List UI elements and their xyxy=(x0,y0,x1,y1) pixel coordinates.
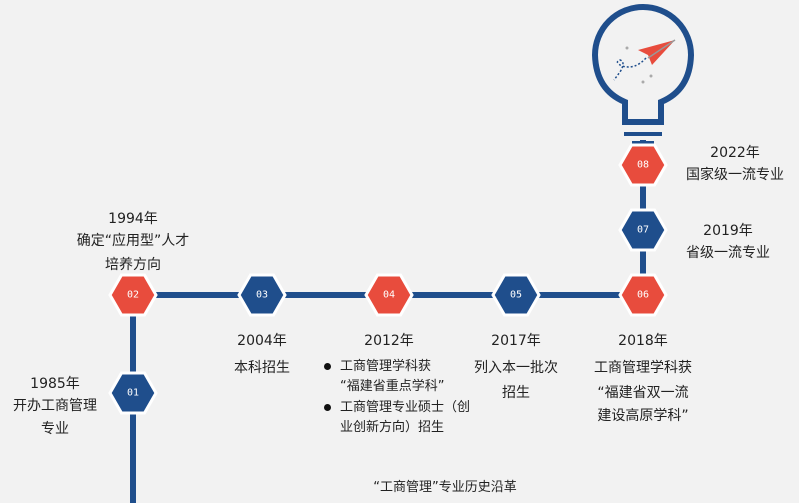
year-1994: 1994年 xyxy=(108,211,158,227)
node-label: 06 xyxy=(636,289,650,301)
year-2012: 2012年 xyxy=(364,333,414,349)
paper-plane-icon xyxy=(613,39,676,84)
node-label: 02 xyxy=(126,289,140,301)
event-2004-line1: 本科招生 xyxy=(234,360,290,376)
bullet-icon xyxy=(324,404,331,411)
node-hexagon-08 xyxy=(618,143,668,187)
event-2012-bullet-1: 工商管理学科获 “福建省重点学科” xyxy=(324,357,444,397)
node-hexagon-05 xyxy=(491,273,541,317)
node-label: 04 xyxy=(382,289,396,301)
year-2019: 2019年 xyxy=(703,223,753,239)
node-hexagon-03 xyxy=(237,273,287,317)
bullet-text: 工商管理学科获 xyxy=(340,359,432,374)
node-label: 07 xyxy=(636,224,650,236)
year-2017: 2017年 xyxy=(491,333,541,349)
node-hexagon-07 xyxy=(618,208,668,252)
event-2019-line1: 省级一流专业 xyxy=(686,245,770,261)
node-label: 08 xyxy=(636,159,650,171)
year-2004: 2004年 xyxy=(237,333,287,349)
event-2022-line1: 国家级一流专业 xyxy=(686,167,784,183)
node-label: 01 xyxy=(126,387,140,399)
event-2017-line1: 列入本一批次 xyxy=(474,360,558,376)
event-1985-line2: 专业 xyxy=(41,421,69,437)
event-1994-line2: 培养方向 xyxy=(105,257,161,273)
bullet-text-cont: “福建省重点学科” xyxy=(340,379,445,394)
node-hexagon-01 xyxy=(108,371,158,415)
year-2022: 2022年 xyxy=(710,145,760,161)
lightbulb-icon xyxy=(591,4,695,145)
event-2012-bullet-2: 工商管理专业硕士（创 业创新方向）招生 xyxy=(324,398,470,438)
diagram-caption: “工商管理”专业历史沿革 xyxy=(373,480,517,495)
event-2017-line2: 招生 xyxy=(502,385,530,401)
node-hexagon-04 xyxy=(364,273,414,317)
node-label: 05 xyxy=(509,289,523,301)
bullet-icon xyxy=(324,363,331,370)
timeline-track xyxy=(130,140,646,503)
event-2018-line2: “福建省双一流 xyxy=(597,385,689,401)
bullet-text-cont: 业创新方向）招生 xyxy=(340,420,445,435)
bullet-text: 工商管理专业硕士（创 xyxy=(340,400,471,415)
node-hexagon-06 xyxy=(618,273,668,317)
event-2018-line3: 建设高原学科” xyxy=(597,408,689,424)
year-2018: 2018年 xyxy=(618,333,668,349)
event-2018-line1: 工商管理学科获 xyxy=(594,360,692,376)
event-1985-line1: 开办工商管理 xyxy=(13,398,97,414)
year-1985: 1985年 xyxy=(30,376,80,392)
node-hexagon-02 xyxy=(108,273,158,317)
event-1994-line1: 确定“应用型”人才 xyxy=(76,233,190,249)
node-label: 03 xyxy=(255,289,269,301)
